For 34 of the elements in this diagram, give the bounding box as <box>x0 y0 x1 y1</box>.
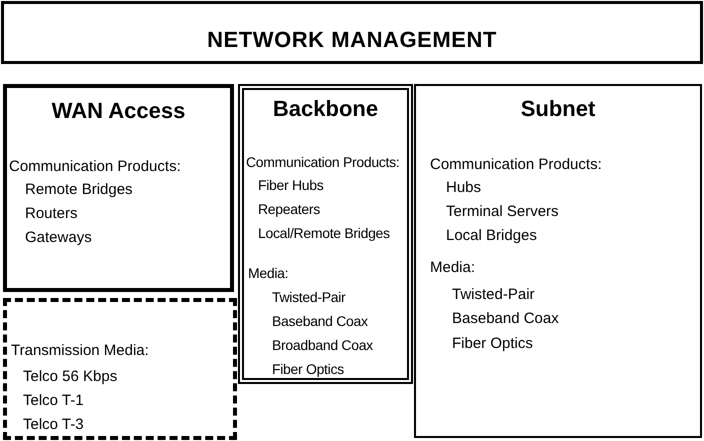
heading: Backbone <box>272 95 378 123</box>
section-label: Transmission Media: <box>11 341 149 361</box>
title-box <box>1 1 703 64</box>
list-item: Fiber Optics <box>272 360 344 379</box>
list-item: Local/Remote Bridges <box>258 224 390 243</box>
list-item: Twisted-Pair <box>452 285 535 305</box>
list-item: Fiber Optics <box>452 334 533 354</box>
section-box <box>414 84 702 438</box>
list-item: Media: <box>430 258 476 278</box>
list-item: Baseband Coax <box>272 312 368 331</box>
list-item: Telco T-3 <box>23 415 84 435</box>
list-item: Gateways <box>25 228 92 248</box>
list-item: Communication Products: <box>246 153 400 172</box>
heading: Subnet <box>520 95 596 123</box>
list-item: Fiber Hubs <box>258 176 324 195</box>
list-item: Baseband Coax <box>452 309 559 329</box>
list-item: Remote Bridges <box>25 180 133 200</box>
list-item: Telco T-1 <box>23 391 84 411</box>
list-item: Telco 56 Kbps <box>23 367 118 387</box>
section-box <box>238 84 413 384</box>
heading: NETWORK MANAGEMENT <box>207 26 497 54</box>
heading: WAN Access <box>52 97 186 125</box>
list-item: Repeaters <box>258 200 320 219</box>
dashed-section-box <box>3 298 237 440</box>
list-item: Communication Products: <box>430 155 602 175</box>
list-item: Hubs <box>446 178 482 198</box>
list-item: Broadband Coax <box>272 336 373 355</box>
list-item: Local Bridges <box>446 226 537 246</box>
list-item: Media: <box>248 264 288 283</box>
list-item: Routers <box>25 204 78 224</box>
section-box <box>3 84 234 292</box>
list-item: Twisted-Pair <box>272 288 346 307</box>
list-item: Terminal Servers <box>446 202 559 222</box>
list-item: Communication Products: <box>9 157 181 177</box>
